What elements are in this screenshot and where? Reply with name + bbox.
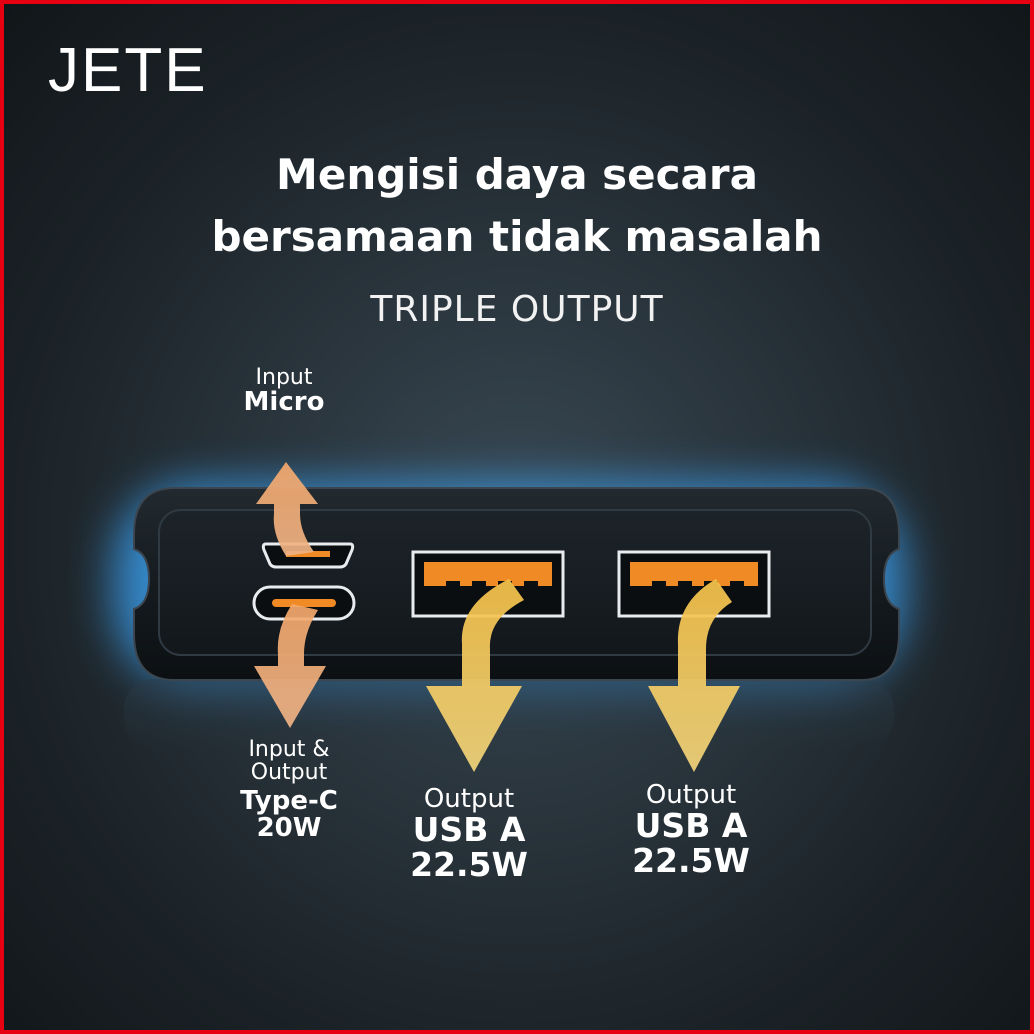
usb-a-2-power: 22.5W xyxy=(632,840,750,880)
powerbank-illustration xyxy=(114,462,904,772)
usb-a-1-name: USB A xyxy=(412,810,526,850)
usb-a-1-power: 22.5W xyxy=(410,844,528,884)
down-arrow-icon-2 xyxy=(648,579,740,772)
micro-port-label: Input Micro xyxy=(224,366,344,416)
subheadline: TRIPLE OUTPUT xyxy=(370,289,664,330)
usb-a-1-label: Output USB A 22.5W xyxy=(394,784,544,884)
usb-a-2-name: USB A xyxy=(634,806,748,846)
up-down-arrow-icon xyxy=(254,604,326,728)
up-arrow-icon xyxy=(256,462,318,556)
usb-a-1-role: Output xyxy=(423,784,515,814)
typec-name: Type-C xyxy=(240,786,338,817)
usb-a-2-role: Output xyxy=(645,780,737,810)
headline-line-2: bersamaan tidak masalah xyxy=(211,212,823,261)
headline-line-1: Mengisi daya secara xyxy=(276,150,758,199)
typec-port-label: Input & Output Type-C 20W xyxy=(204,738,374,843)
typec-power: 20W xyxy=(256,813,322,844)
down-arrow-icon xyxy=(426,579,524,772)
micro-role: Input xyxy=(255,365,313,390)
typec-role-line1: Input & xyxy=(248,737,330,762)
brand-logo: JETE xyxy=(48,36,208,105)
micro-name: Micro xyxy=(243,387,325,418)
typec-role-line2: Output xyxy=(250,760,328,786)
usb-a-2-label: Output USB A 22.5W xyxy=(616,780,766,880)
